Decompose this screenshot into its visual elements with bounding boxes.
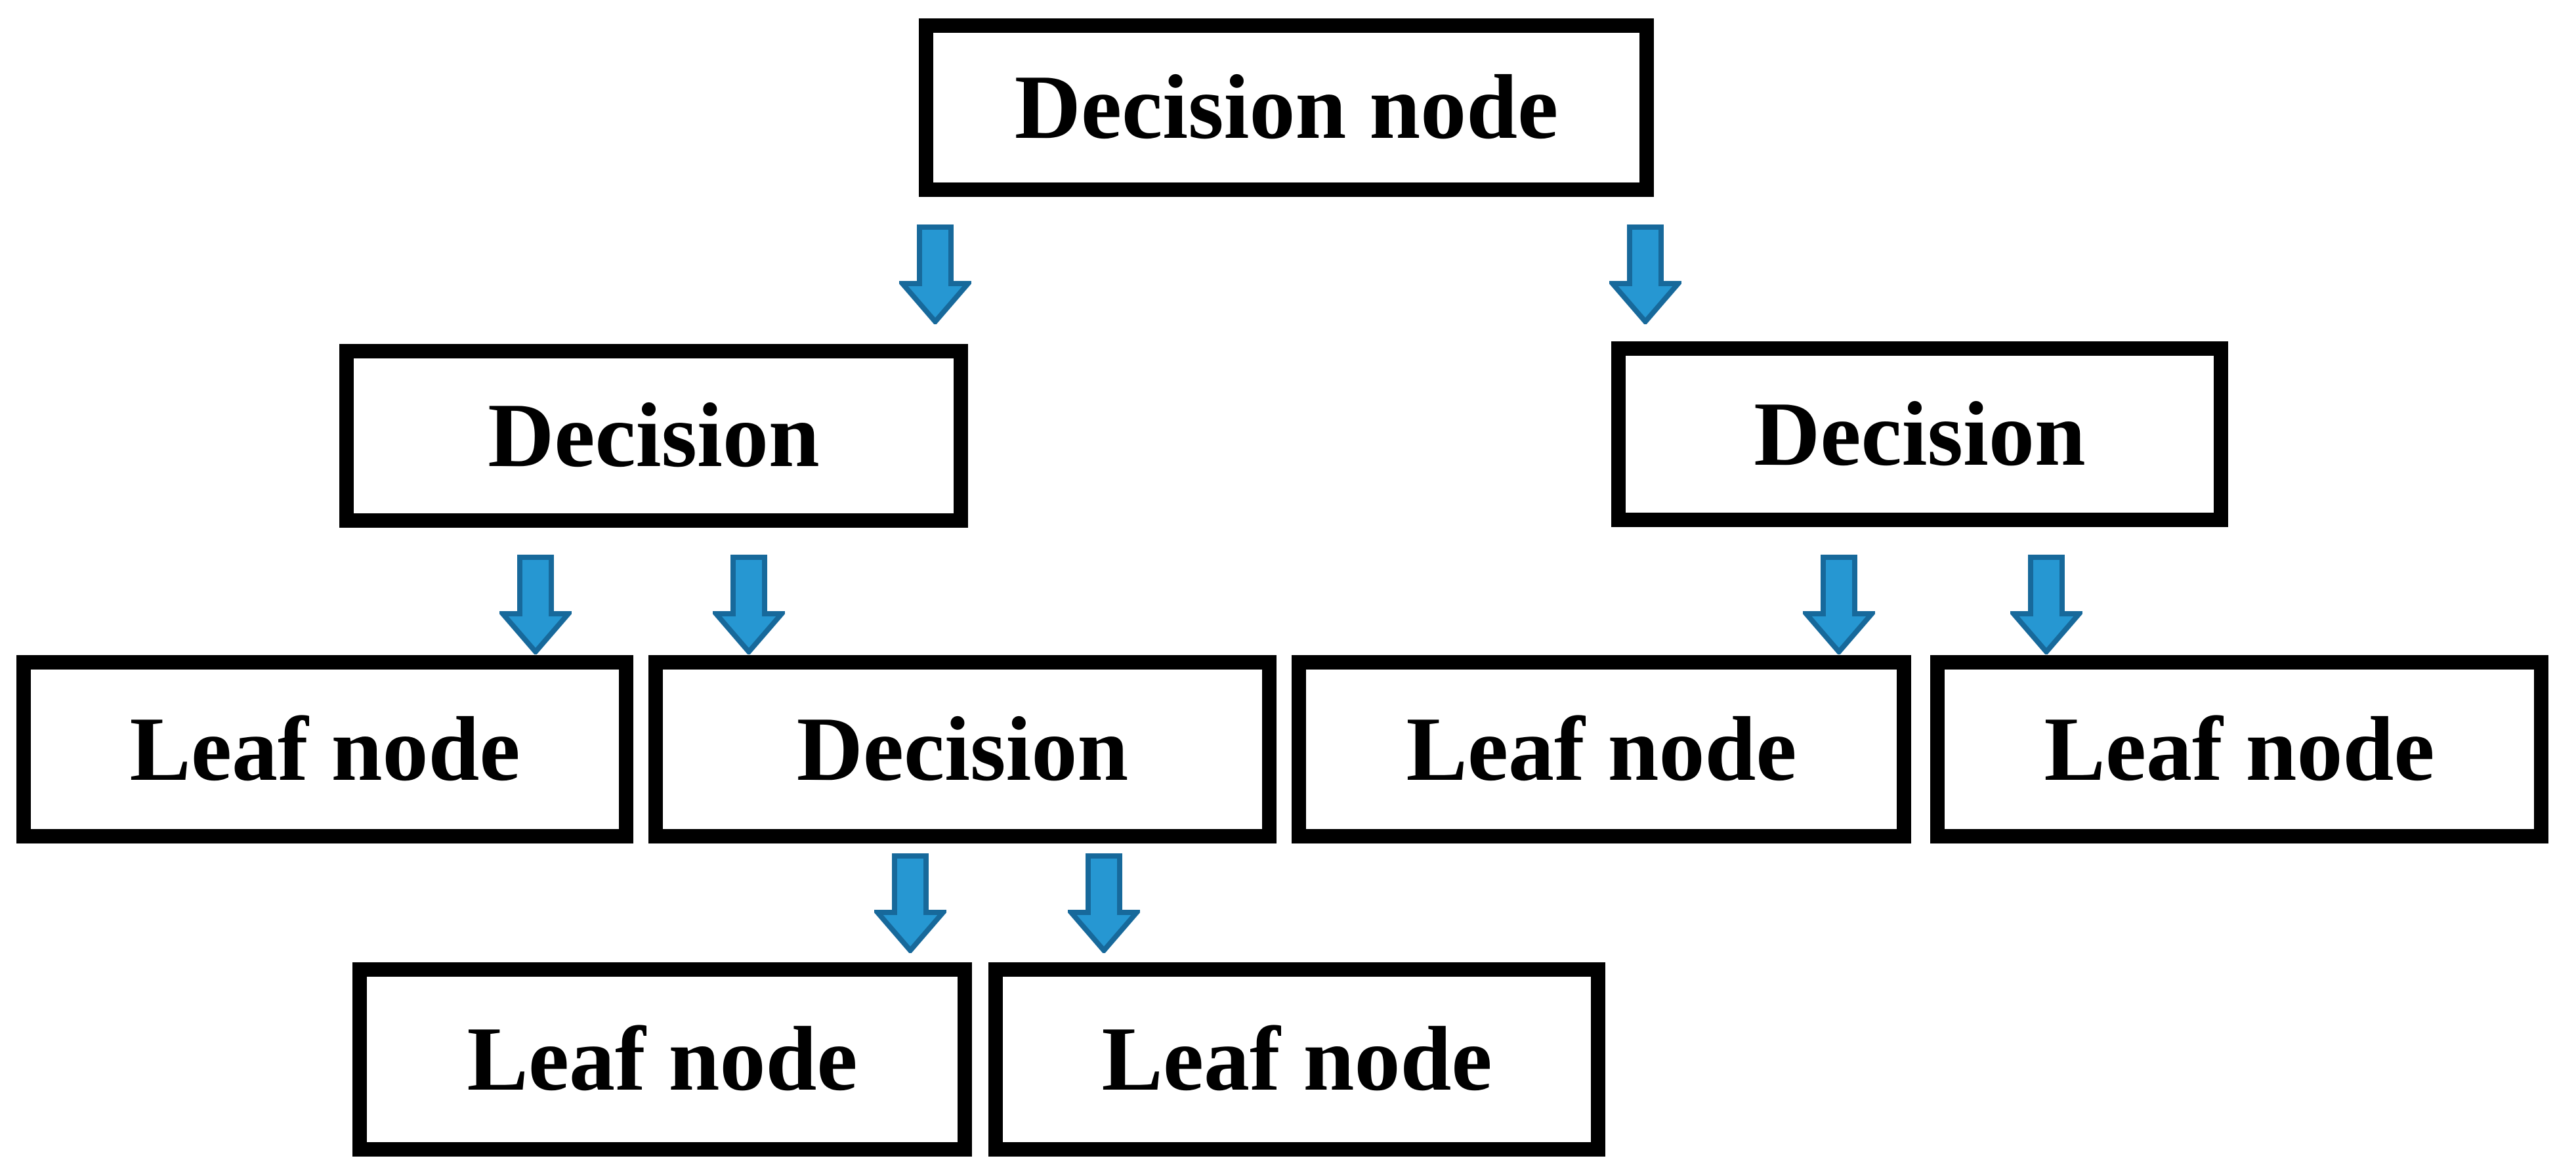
down-arrow-icon-right-decision-to-leaf-3 bbox=[2010, 555, 2082, 654]
node-decision-left: Decision bbox=[339, 344, 968, 528]
node-leaf-2: Leaf node bbox=[1292, 655, 1911, 843]
node-leaf-1: Leaf node bbox=[16, 655, 633, 843]
down-arrow-icon-left-decision-to-mid-decision bbox=[713, 555, 785, 654]
down-arrow-icon-root-to-right-decision bbox=[1609, 224, 1681, 324]
node-decision-right: Decision bbox=[1611, 341, 2228, 527]
node-decision-root: Decision node bbox=[919, 18, 1654, 197]
down-arrow-icon-right-decision-to-leaf-2 bbox=[1803, 555, 1875, 654]
down-arrow-icon-left-decision-to-leaf-1 bbox=[499, 555, 572, 654]
node-leaf-4: Leaf node bbox=[352, 962, 972, 1157]
node-decision-mid: Decision bbox=[648, 655, 1277, 843]
down-arrow-icon-mid-decision-to-leaf-4 bbox=[874, 853, 946, 953]
down-arrow-icon-mid-decision-to-leaf-5 bbox=[1068, 853, 1140, 953]
down-arrow-icon-root-to-left-decision bbox=[899, 224, 971, 324]
node-leaf-3: Leaf node bbox=[1930, 655, 2548, 843]
node-leaf-5: Leaf node bbox=[988, 962, 1605, 1157]
